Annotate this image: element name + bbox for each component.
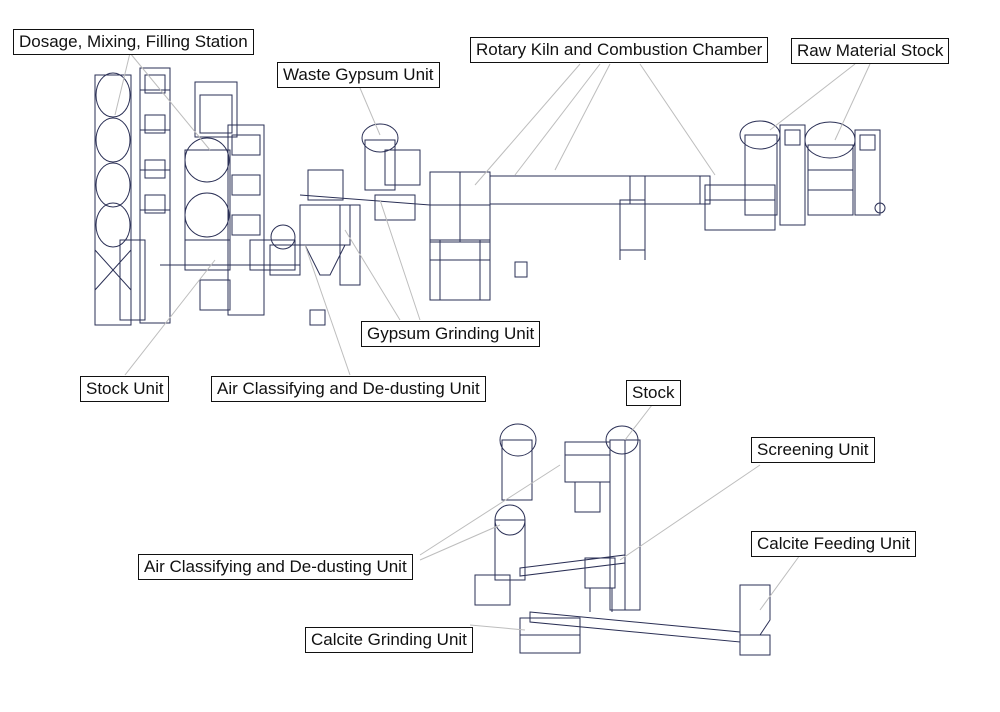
gypsum-units-drawing xyxy=(269,123,431,326)
stock-unit-drawing xyxy=(94,67,171,326)
label-calcite-grinding-unit: Calcite Grinding Unit xyxy=(305,627,473,653)
leader-lines xyxy=(114,52,871,631)
label-stock: Stock xyxy=(626,380,681,406)
label-rotary-kiln: Rotary Kiln and Combustion Chamber xyxy=(470,37,769,63)
label-stock-unit: Stock Unit xyxy=(80,376,170,402)
calcite-line-drawing xyxy=(474,423,771,656)
raw-material-drawing xyxy=(739,120,886,226)
label-screening-unit: Screening Unit xyxy=(751,437,875,463)
rotary-kiln-drawing xyxy=(429,171,776,301)
label-air-classifying-top: Air Classifying and De-dusting Unit xyxy=(211,376,486,402)
label-waste-gypsum-unit: Waste Gypsum Unit xyxy=(277,62,440,88)
label-gypsum-grinding-unit: Gypsum Grinding Unit xyxy=(361,321,541,347)
label-raw-material-stock: Raw Material Stock xyxy=(791,38,950,64)
dosage-station-drawing xyxy=(160,81,300,316)
label-air-classifying-bottom: Air Classifying and De-dusting Unit xyxy=(138,554,413,580)
label-dosage-station: Dosage, Mixing, Filling Station xyxy=(13,29,254,55)
label-calcite-feeding-unit: Calcite Feeding Unit xyxy=(751,531,917,557)
